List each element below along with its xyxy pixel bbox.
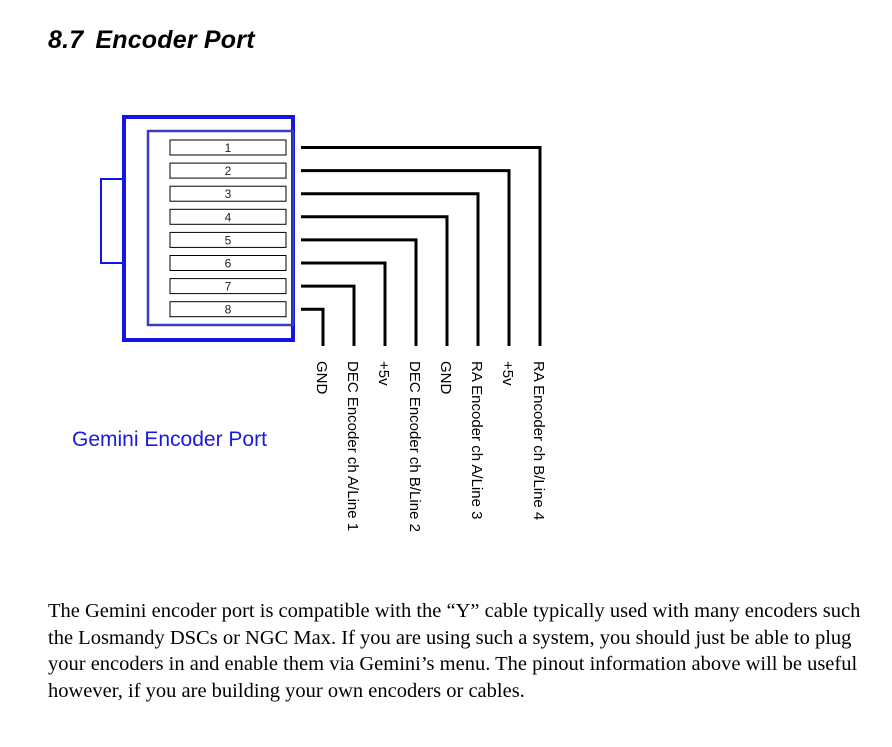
pin-box xyxy=(169,208,287,225)
section-number: 8.7 xyxy=(48,26,84,54)
pin-5: 5 xyxy=(169,231,287,248)
pin-number: 4 xyxy=(225,210,232,224)
pin-3: 3 xyxy=(169,185,287,202)
pin-1: 1 xyxy=(169,139,287,156)
pin-box xyxy=(169,278,287,295)
pin-number: 6 xyxy=(225,257,232,271)
signal-label-pin-4: GND xyxy=(437,361,454,395)
wire-pin-4 xyxy=(301,215,449,346)
signal-label-pin-5: DEC Encoder ch B/Line 2 xyxy=(406,361,423,532)
pin-box xyxy=(169,139,287,156)
signal-label-pin-3: RA Encoder ch A/Line 3 xyxy=(468,361,485,519)
pin-number: 7 xyxy=(225,280,232,294)
pin-2: 2 xyxy=(169,162,287,179)
pin-number: 2 xyxy=(225,164,232,178)
wires-layer xyxy=(301,146,542,346)
wire-pin-5 xyxy=(301,238,418,346)
pin-7: 7 xyxy=(169,278,287,295)
labels-layer: RA Encoder ch B/Line 4 +5v RA Encoder ch A… xyxy=(313,361,547,532)
pin-box xyxy=(169,231,287,248)
connector-inner-housing xyxy=(146,129,295,327)
pin-number: 3 xyxy=(225,187,232,201)
wire-pin-8 xyxy=(301,307,325,346)
section-heading: 8.7 Encoder Port xyxy=(48,26,255,55)
pin-box xyxy=(169,255,287,271)
pin-box xyxy=(169,162,287,179)
pin-number: 1 xyxy=(225,141,232,155)
section-title: Encoder Port xyxy=(95,26,255,54)
pin-6: 6 xyxy=(169,255,287,271)
signal-label-pin-6: +5v xyxy=(375,361,392,386)
pin-number: 8 xyxy=(225,303,232,317)
wire-pin-6 xyxy=(301,261,387,346)
wire-pin-3 xyxy=(301,192,480,346)
pin-8: 8 xyxy=(169,301,287,318)
signal-label-pin-2: +5v xyxy=(499,361,516,386)
pins-layer: 1 2 3 4 5 6 7 8 xyxy=(169,139,287,318)
signal-label-pin-8: GND xyxy=(313,361,330,395)
wire-pin-2 xyxy=(301,169,511,346)
wire-pin-7 xyxy=(301,284,356,346)
pin-box xyxy=(169,185,287,202)
signal-label-pin-1: RA Encoder ch B/Line 4 xyxy=(530,361,547,520)
body-paragraph: The Gemini encoder port is compatible wi… xyxy=(48,600,861,702)
connector-latch-tab xyxy=(100,178,125,264)
pin-4: 4 xyxy=(169,208,287,225)
pin-box xyxy=(169,301,287,318)
pin-number: 5 xyxy=(225,233,232,247)
diagram-caption: Gemini Encoder Port xyxy=(72,428,267,451)
signal-label-pin-7: DEC Encoder ch A/Line 1 xyxy=(344,361,361,531)
wire-pin-1 xyxy=(301,146,542,346)
